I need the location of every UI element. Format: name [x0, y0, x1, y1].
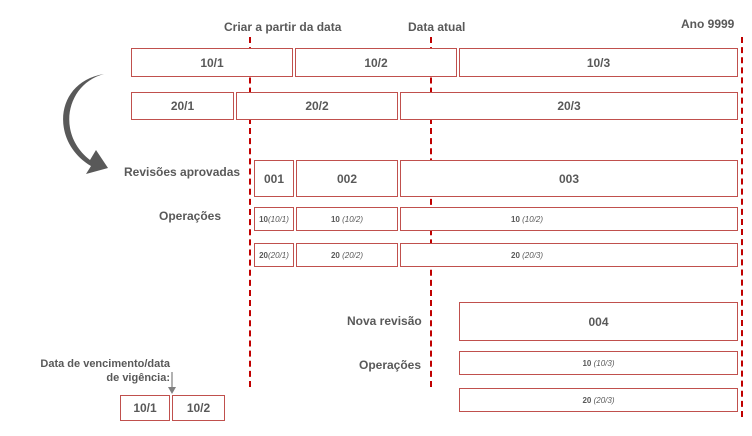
new-op20-box: 20 (20/3)	[459, 388, 738, 412]
op10-box-3: 10 (10/2)	[400, 207, 738, 231]
op-date: (10/3)	[593, 358, 615, 368]
op-date: (10/2)	[342, 214, 364, 224]
row2-box-2: 20/2	[236, 92, 398, 120]
op20-box-1: 20(20/1)	[254, 243, 294, 267]
revision-002: 002	[296, 160, 398, 197]
op10-box-1: 10(10/1)	[254, 207, 294, 231]
arrow-down-icon	[168, 372, 176, 394]
op20-box-2: 20 (20/2)	[296, 243, 398, 267]
op-date: (10/1)	[268, 214, 289, 224]
revision-003: 003	[400, 160, 738, 197]
legend-box-1: 10/1	[120, 395, 170, 421]
op10-box-2: 10 (10/2)	[296, 207, 398, 231]
op-num: 10	[330, 214, 340, 224]
op-date: (20/3)	[522, 250, 544, 260]
op-num: 10	[259, 214, 268, 224]
op-num: 10	[511, 214, 520, 224]
op-num: 20	[582, 395, 592, 405]
row2-box-1: 20/1	[131, 92, 234, 120]
op-date: (10/2)	[522, 214, 544, 224]
op-num: 20	[259, 250, 268, 260]
op-num: 20	[511, 250, 520, 260]
revision-004: 004	[459, 302, 738, 341]
header-criar: Criar a partir da data	[224, 20, 342, 34]
label-operacoes-2: Operações	[359, 358, 422, 372]
row1-box-1: 10/1	[131, 48, 293, 77]
new-op10-box: 10 (10/3)	[459, 351, 738, 375]
row1-box-3: 10/3	[459, 48, 738, 77]
label-nova-revisao: Nova revisão	[347, 314, 422, 328]
row1-box-2: 10/2	[295, 48, 457, 77]
op-date: (20/2)	[342, 250, 364, 260]
op-num: 20	[330, 250, 340, 260]
header-ano: Ano 9999	[681, 17, 735, 31]
legend-box-2: 10/2	[172, 395, 225, 421]
op-date: (20/1)	[268, 250, 289, 260]
op20-box-3: 20 (20/3)	[400, 243, 738, 267]
label-revisoes: Revisões aprovadas	[124, 165, 241, 179]
op-num: 10	[582, 358, 592, 368]
curved-arrow-icon	[63, 74, 108, 174]
line-ano	[741, 37, 743, 417]
line-criar	[249, 37, 251, 387]
label-vencimento-line1: Data de vencimento/data	[40, 358, 170, 370]
label-vencimento: Data de vencimento/data de vigência:	[36, 357, 170, 385]
row2-box-3: 20/3	[400, 92, 738, 120]
label-vencimento-line2: de vigência:	[106, 372, 170, 384]
label-operacoes: Operações	[159, 209, 222, 223]
revision-001: 001	[254, 160, 294, 197]
op-date: (20/3)	[593, 395, 615, 405]
header-data-atual: Data atual	[408, 20, 466, 34]
